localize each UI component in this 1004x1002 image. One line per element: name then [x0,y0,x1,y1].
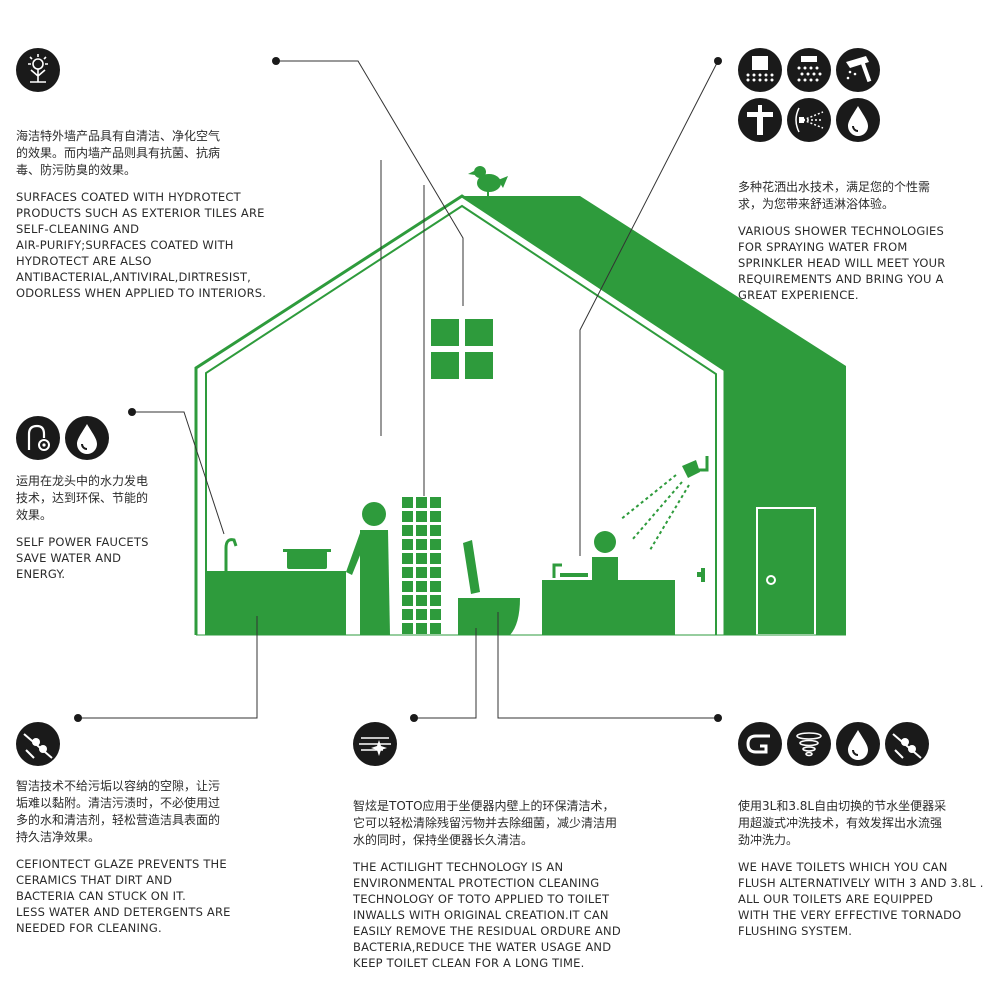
wall-tile [402,511,413,522]
wall-tile [416,553,427,564]
wall-tile [430,623,441,634]
wall-tile [430,525,441,536]
wall-tile [402,525,413,536]
house-outline-inner [205,204,717,635]
water-drop-icon [65,416,109,460]
shower-panel: 多种花洒出水技术，满足您的个性需 求，为您带来舒适淋浴体验。 VARIOUS S… [738,179,978,303]
rain-grid-icon [738,48,782,92]
shower-head-icon [619,456,709,582]
water-drop-icon [836,98,880,142]
flush-g-icon [738,722,782,766]
wall-tile [402,553,413,564]
wall-tile [402,567,413,578]
leader-dots [74,57,722,722]
wall-tile [430,567,441,578]
green-roof-wall [462,196,846,635]
person-figure [346,502,390,635]
tornado-en-text: WE HAVE TOILETS WHICH YOU CAN FLUSH ALTE… [738,860,984,938]
wall-tile [416,511,427,522]
wall-tile [416,567,427,578]
sparkle-drop-icon [353,722,397,766]
house-outline-outer [194,194,727,635]
faucet-en-text: SELF POWER FAUCETS SAVE WATER AND ENERGY… [16,535,149,581]
wall-tile [402,609,413,620]
wall-tile [416,497,427,508]
wall-tile [430,595,441,606]
cefiontect-cn-text: 智洁技术不给污垢以容纳的空隙，让污 垢难以黏附。清洁污渍时，不必使用过 多的水和… [16,779,221,844]
spray-pattern-icon [787,98,831,142]
wall-tile [402,595,413,606]
wall-tile [416,539,427,550]
bird-icon [468,166,508,196]
surfaces-icons [16,48,60,92]
wall-tile [416,525,427,536]
wall-tile [430,497,441,508]
actilight-panel: 智炫是TOTO应用于坐便器内壁上的环保清洁术， 它可以轻松清除残留污物并去除细菌… [353,798,663,971]
wall-tile [416,595,427,606]
wall-tile [402,623,413,634]
shower-icons [738,48,888,142]
flower-leaf-icon [16,48,60,92]
faucet-t-icon [738,98,782,142]
tornado-swirl-icon [787,722,831,766]
wall-tile [402,581,413,592]
surfaces-cn-text: 海洁特外墙产品具有自清洁、净化空气 的效果。而内墙产品则具有抗菌、抗病 毒、防污… [16,129,221,177]
tornado-panel: 使用3L和3.8L自由切换的节水坐便器采 用超漩式冲洗技术，有效发挥出水流强 劲… [738,798,998,939]
wall-tile [402,539,413,550]
surfaces-panel: 海洁特外墙产品具有自清洁、净化空气 的效果。而内墙产品则具有抗菌、抗病 毒、防污… [16,128,296,301]
cefiontect-panel: 智洁技术不给污垢以容纳的空隙，让污 垢难以黏附。清洁污渍时，不必使用过 多的水和… [16,778,286,936]
faucet-icons [16,416,109,460]
shower-en-text: VARIOUS SHOWER TECHNOLOGIES FOR SPRAYING… [738,224,946,302]
wall-tile [416,609,427,620]
wall-tile [430,581,441,592]
glaze-balls-icon [16,722,60,766]
wall-tile [416,581,427,592]
handheld-shower-icon [836,48,880,92]
wall-tile [430,539,441,550]
surfaces-en-text: SURFACES COATED WITH HYDROTECT PRODUCTS … [16,190,267,300]
wall-tile [416,623,427,634]
kitchen-counter [206,538,346,635]
wall-tile [430,609,441,620]
cefiontect-en-text: CEFIONTECT GLAZE PREVENTS THE CERAMICS T… [16,857,231,935]
faucet-gear-icon [16,416,60,460]
faucet-panel: 运用在龙头中的水力发电 技术，达到环保、节能的 效果。 SELF POWER F… [16,473,196,582]
toilet-figure [458,540,520,635]
actilight-cn-text: 智炫是TOTO应用于坐便器内壁上的环保清洁术， 它可以轻松清除残留污物并去除细菌… [353,799,618,847]
wall-tile [430,511,441,522]
cefiontect-icons [16,722,60,766]
wall-tile [402,497,413,508]
actilight-icons [353,722,397,766]
water-drop-icon [836,722,880,766]
bathtub-figure [542,531,675,635]
tiled-wall [402,497,441,634]
glaze-balls-icon [885,722,929,766]
faucet-cn-text: 运用在龙头中的水力发电 技术，达到环保、节能的 效果。 [16,474,149,522]
tornado-icons [738,722,929,766]
window-icon [431,319,493,379]
shower-cn-text: 多种花洒出水技术，满足您的个性需 求，为您带来舒适淋浴体验。 [738,180,931,211]
tornado-cn-text: 使用3L和3.8L自由切换的节水坐便器采 用超漩式冲洗技术，有效发挥出水流强 劲… [738,799,947,847]
wall-tile [430,553,441,564]
shower-dots-icon [787,48,831,92]
actilight-en-text: THE ACTILIGHT TECHNOLOGY IS AN ENVIRONME… [353,860,621,970]
leader-lines [78,60,719,719]
